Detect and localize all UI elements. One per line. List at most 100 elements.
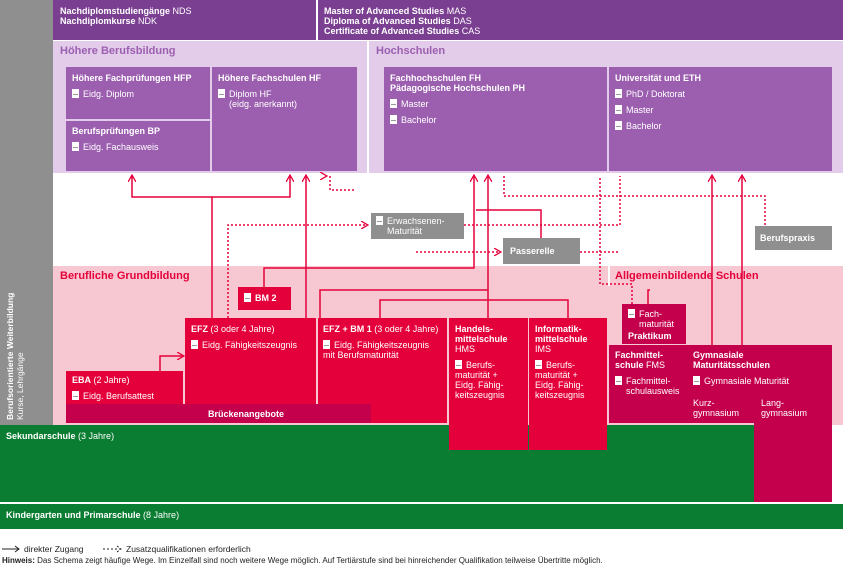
arrow-efzbm-fh xyxy=(319,176,488,318)
efz-title: EFZ (3 oder 4 Jahre) xyxy=(191,324,275,334)
arrow-bm2-fh xyxy=(263,176,474,287)
hms-item: Berufs- xyxy=(455,360,495,370)
document-icon xyxy=(72,391,79,400)
arrow-fms-fh xyxy=(647,289,650,304)
document-icon xyxy=(535,360,542,369)
langgymnasium-label-2: gymnasium xyxy=(761,408,808,418)
uni-box xyxy=(609,67,832,171)
ims-item-4: keitszeugnis xyxy=(535,390,585,400)
erwachsenen-label: Erwachsenen- xyxy=(376,216,445,226)
ndk-label: Nachdiplomkurse NDK xyxy=(60,16,158,26)
efz-bm-item-2: mit Berufsmaturität xyxy=(323,350,399,360)
bp-title: Berufsprüfungen BP xyxy=(72,126,161,136)
hfp-item: Eidg. Diplom xyxy=(72,89,134,99)
side-bar xyxy=(0,0,53,425)
uni-item-master: Master xyxy=(615,105,654,115)
hfp-title: Höhere Fachprüfungen HFP xyxy=(72,73,192,83)
hms-abbr: HMS xyxy=(455,344,475,354)
ims-title-2: mittelschule xyxy=(535,334,588,344)
ims-item: Berufs- xyxy=(535,360,575,370)
dotted-fh-praktikum xyxy=(503,176,766,226)
praktikum-label: Praktikum xyxy=(628,331,672,341)
gymnasium-box xyxy=(687,345,832,423)
bm2-label: BM 2 xyxy=(244,293,277,303)
ims-item-2: maturität + xyxy=(535,370,578,380)
bg-title: Berufliche Grundbildung xyxy=(60,270,190,282)
bp-item: Eidg. Fachausweis xyxy=(72,142,159,152)
legend-direct: direkter Zugang xyxy=(24,544,84,554)
arrow-eba-efz xyxy=(159,356,183,371)
nds-label: Nachdiplomstudiengänge NDS xyxy=(60,6,192,16)
kindergarten-label: Kindergarten und Primarschule (8 Jahre) xyxy=(6,510,180,520)
berufspraxis-label: Berufspraxis xyxy=(760,233,816,243)
dotted-efzbm-erw xyxy=(329,176,356,191)
gym-item: Gymnasiale Maturität xyxy=(693,376,789,386)
hf-title: Höhere Fachschulen HF xyxy=(218,73,322,83)
document-icon xyxy=(615,89,622,98)
fachmaturitaet-label: Fach- xyxy=(628,309,662,319)
top-left-header xyxy=(53,0,316,40)
legend-additional: Zusatzqualifikationen erforderlich xyxy=(126,544,251,554)
efz-bm-item: Eidg. Fähigkeitszeugnis xyxy=(323,340,429,350)
eba-title: EBA (2 Jahre) xyxy=(72,375,130,385)
ims-extension xyxy=(529,425,607,450)
arrow-ims-fh xyxy=(379,299,569,318)
hf-item: Diplom HF xyxy=(218,89,272,99)
ims-abbr: IMS xyxy=(535,344,552,354)
passerelle-box xyxy=(503,238,580,264)
legend-dotted-arrow xyxy=(103,545,122,553)
hms-title: Handels- xyxy=(455,324,494,334)
kurzgymnasium-label: Kurz- xyxy=(693,398,715,408)
langgymnasium-extension xyxy=(754,423,832,502)
document-icon xyxy=(615,376,622,385)
fms-title: Fachmittel- xyxy=(615,350,664,360)
hms-item-2: maturität + xyxy=(455,370,498,380)
document-icon xyxy=(628,309,635,318)
hf-box xyxy=(212,67,357,171)
fms-box xyxy=(609,345,687,423)
gym-title-2: Maturitätsschulen xyxy=(693,360,771,370)
erwachsenen-maturitaet-box xyxy=(371,213,464,239)
dotted-fms-fh xyxy=(599,176,633,304)
kindergarten-box xyxy=(0,504,843,529)
document-icon xyxy=(615,105,622,114)
fh-title: Fachhochschulen FH xyxy=(390,73,482,83)
as-title: Allgemeinbildende Schulen xyxy=(615,270,759,282)
brueckenangebote-box xyxy=(66,404,371,423)
passerelle-label: Passerelle xyxy=(510,246,555,256)
top-right-header xyxy=(318,0,843,40)
gym-title: Gymnasiale xyxy=(693,350,744,360)
document-icon xyxy=(244,293,251,302)
efz-bm-title: EFZ + BM 1 (3 oder 4 Jahre) xyxy=(323,324,439,334)
sekundarschule-label: Sekundarschule (3 Jahre) xyxy=(6,431,115,441)
document-icon xyxy=(390,115,397,124)
document-icon xyxy=(455,360,462,369)
bp-box xyxy=(66,121,210,171)
arrow-passerelle xyxy=(476,209,542,238)
hbb-title: Höhere Berufsbildung xyxy=(60,45,176,57)
document-icon xyxy=(218,89,225,98)
hf-item-note: (eidg. anerkannt) xyxy=(229,99,298,109)
gap-divider xyxy=(367,41,369,173)
fh-box xyxy=(384,67,607,171)
langgymnasium-label: Lang- xyxy=(761,398,785,408)
ph-title: Pädagogische Hochschulen PH xyxy=(390,83,526,93)
berufspraxis-box xyxy=(755,226,832,250)
bm2-box xyxy=(238,287,291,310)
brueckenangebote-label: Brückenangebote xyxy=(208,409,285,419)
das-label: Diploma of Advanced Studies DAS xyxy=(324,16,472,26)
efz-item: Eidg. Fähigkeitszeugnis xyxy=(191,340,297,350)
fh-item-master: Master xyxy=(390,99,429,109)
document-icon xyxy=(191,340,198,349)
legend-hint: Hinweis: Das Schema zeigt häufige Wege. … xyxy=(2,556,603,565)
document-icon xyxy=(693,376,700,385)
document-icon xyxy=(390,99,397,108)
document-icon xyxy=(376,216,383,225)
gap-divider-2 xyxy=(608,266,610,286)
ims-item-3: Eidg. Fähig- xyxy=(535,380,584,390)
legend-solid-arrow xyxy=(2,545,20,553)
sekundarschule-box xyxy=(0,425,754,502)
fachmaturitaet-label-2: maturität xyxy=(639,319,675,329)
fms-title-2: schule FMS xyxy=(615,360,666,370)
